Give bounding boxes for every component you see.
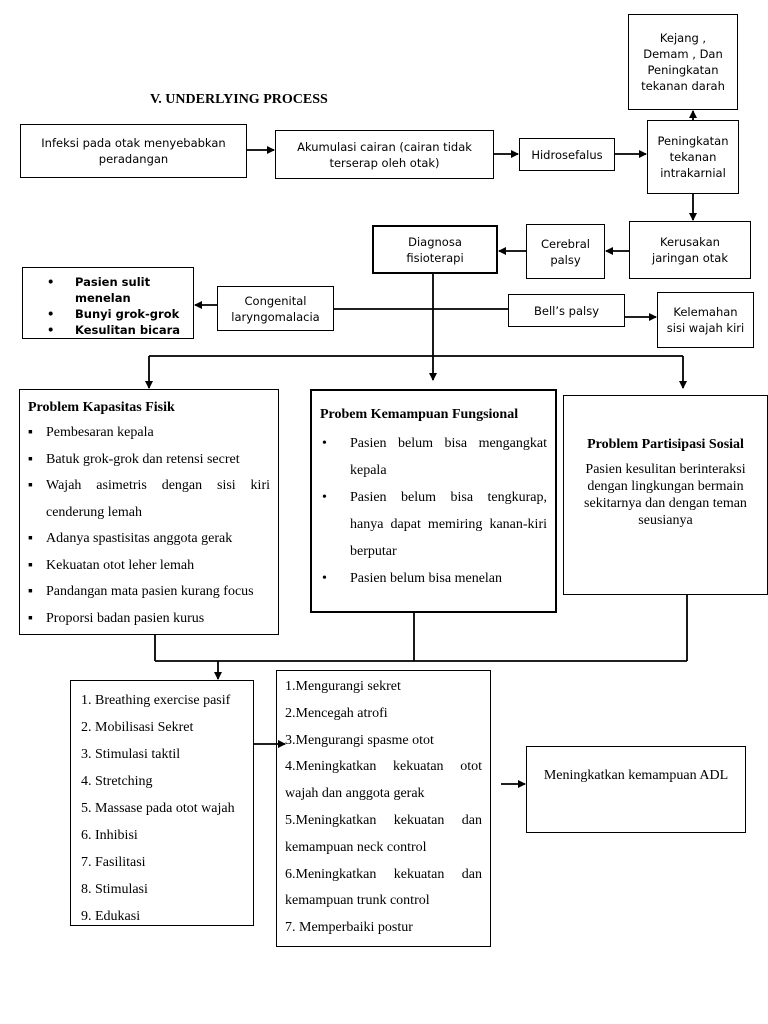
intervention-item: 6. Inhibisi xyxy=(81,828,138,843)
problem-fungsional-title: Probem Kemampuan Fungsional xyxy=(320,407,519,422)
node-akumulasi-label: Akumulasi cairan (cairan tidak terserap … xyxy=(297,139,472,170)
node-kerusakan: Kerusakan jaringan otak xyxy=(629,221,751,279)
goal-item: 3.Mengurangi spasme otot xyxy=(285,732,434,748)
intervention-list-box: 1. Breathing exercise pasif 2. Mobilisasi… xyxy=(70,680,254,926)
node-cerebral-palsy: Cerebral palsy xyxy=(526,224,605,279)
intervention-list: 1. Breathing exercise pasif 2. Mobilisasi… xyxy=(81,687,243,930)
node-hidrosefalus-label: Hidrosefalus xyxy=(531,147,603,162)
intervention-item: 1. Breathing exercise pasif xyxy=(81,693,231,708)
goal-item: 7. Memperbaiki postur xyxy=(285,920,413,936)
problem-fungsional-item: Pasien belum bisa mengangkat kepala xyxy=(320,430,547,484)
problem-kemampuan-fungsional: Probem Kemampuan Fungsional Pasien belum… xyxy=(310,389,557,613)
node-kejang: Kejang , Demam , Dan Peningkatan tekanan… xyxy=(628,14,738,110)
goals-box: 1.Mengurangi sekret 2.Mencegah atrofi 3.Me… xyxy=(276,670,491,947)
node-peningkatan-tik-label: Peningkatan tekanan intrakarnial xyxy=(657,134,729,180)
node-kejang-label: Kejang , Demam , Dan Peningkatan tekanan… xyxy=(641,31,725,93)
goal-item: 6.Meningkatkan kekuatan dan kemampuan tr… xyxy=(285,866,482,909)
problem-fisik-item: Pembesaran kepala xyxy=(28,420,270,447)
outcome-box: Meningkatkan kemampuan ADL xyxy=(526,746,746,833)
goal-item: 1.Mengurangi sekret xyxy=(285,679,401,694)
problem-fungsional-list: Pasien belum bisa mengangkat kepalaPasie… xyxy=(320,430,547,592)
node-kerusakan-label: Kerusakan jaringan otak xyxy=(652,235,728,265)
node-congenital-label: Congenital laryngomalacia xyxy=(231,293,320,324)
goal-item: 5.Meningkatkan kekuatan dan kemampuan ne… xyxy=(285,812,482,855)
problem-fisik-item: Batuk grok-grok dan retensi secret xyxy=(28,447,270,474)
node-kelemahan: Kelemahan sisi wajah kiri xyxy=(657,292,754,348)
problem-kapasitas-fisik: Problem Kapasitas Fisik Pembesaran kepal… xyxy=(19,389,279,635)
problem-fisik-item: Kekuatan otot leher lemah xyxy=(28,553,270,580)
node-diagnosa: Diagnosa fisioterapi xyxy=(372,225,498,274)
symptom-item: Bunyi grok-grok xyxy=(45,306,193,322)
problem-fungsional-item: Pasien belum bisa menelan xyxy=(320,565,547,592)
node-infeksi-label: Infeksi pada otak menyebabkan peradangan xyxy=(41,136,226,166)
outcome-label: Meningkatkan kemampuan ADL xyxy=(543,768,729,783)
node-infeksi: Infeksi pada otak menyebabkan peradangan xyxy=(20,124,247,178)
node-kelemahan-label: Kelemahan sisi wajah kiri xyxy=(666,305,745,335)
node-peningkatan-tik: Peningkatan tekanan intrakarnial xyxy=(647,120,739,194)
problem-fisik-title: Problem Kapasitas Fisik xyxy=(28,400,175,415)
intervention-item: 5. Massase pada otot wajah xyxy=(81,801,235,816)
node-bells-palsy-label: Bell’s palsy xyxy=(534,303,599,318)
problem-fisik-item: Adanya spastisitas anggota gerak xyxy=(28,526,270,553)
page-heading: V. UNDERLYING PROCESS xyxy=(150,92,328,107)
problem-fisik-item: Pandangan mata pasien kurang focus xyxy=(28,579,270,606)
symptom-item: Kesulitan bicara xyxy=(45,322,193,338)
node-congenital: Congenital laryngomalacia xyxy=(217,286,334,331)
node-akumulasi: Akumulasi cairan (cairan tidak terserap … xyxy=(275,130,494,179)
goal-item: 2.Mencegah atrofi xyxy=(285,705,388,721)
node-cerebral-palsy-label: Cerebral palsy xyxy=(541,236,590,267)
problem-fisik-item: Proporsi badan pasien kurus xyxy=(28,606,270,633)
goal-item: 4.Meningkatkan kekuatan otot wajah dan a… xyxy=(285,759,482,802)
intervention-item: 9. Edukasi xyxy=(81,909,141,924)
intervention-item: 3. Stimulasi taktil xyxy=(81,747,181,762)
node-diagnosa-label: Diagnosa fisioterapi xyxy=(406,234,464,265)
goals-list: 1.Mengurangi sekret 2.Mencegah atrofi 3.Me… xyxy=(285,674,482,942)
symptom-item: Pasien sulit menelan xyxy=(45,274,193,306)
intervention-item: 8. Stimulasi xyxy=(81,882,148,897)
problem-sosial-text: Pasien kesulitan berinteraksi dengan lin… xyxy=(584,462,747,528)
problem-fisik-item: Wajah asimetris dengan sisi kiri cenderu… xyxy=(28,473,270,526)
problem-fungsional-item: Pasien belum bisa tengkurap, hanya dapat… xyxy=(320,484,547,565)
problem-sosial-title: Problem Partisipasi Sosial xyxy=(587,437,744,452)
symptom-list: Pasien sulit menelanBunyi grok-grokKesul… xyxy=(45,274,193,338)
intervention-item: 4. Stretching xyxy=(81,774,153,789)
node-bells-palsy: Bell’s palsy xyxy=(508,294,625,327)
intervention-item: 2. Mobilisasi Sekret xyxy=(81,720,194,735)
intervention-item: 7. Fasilitasi xyxy=(81,855,146,870)
problem-partisipasi-sosial: Problem Partisipasi Sosial Pasien kesuli… xyxy=(563,395,768,595)
node-hidrosefalus: Hidrosefalus xyxy=(519,138,615,171)
problem-fisik-list: Pembesaran kepalaBatuk grok-grok dan ret… xyxy=(28,420,270,632)
congenital-symptoms: Pasien sulit menelanBunyi grok-grokKesul… xyxy=(22,267,194,339)
